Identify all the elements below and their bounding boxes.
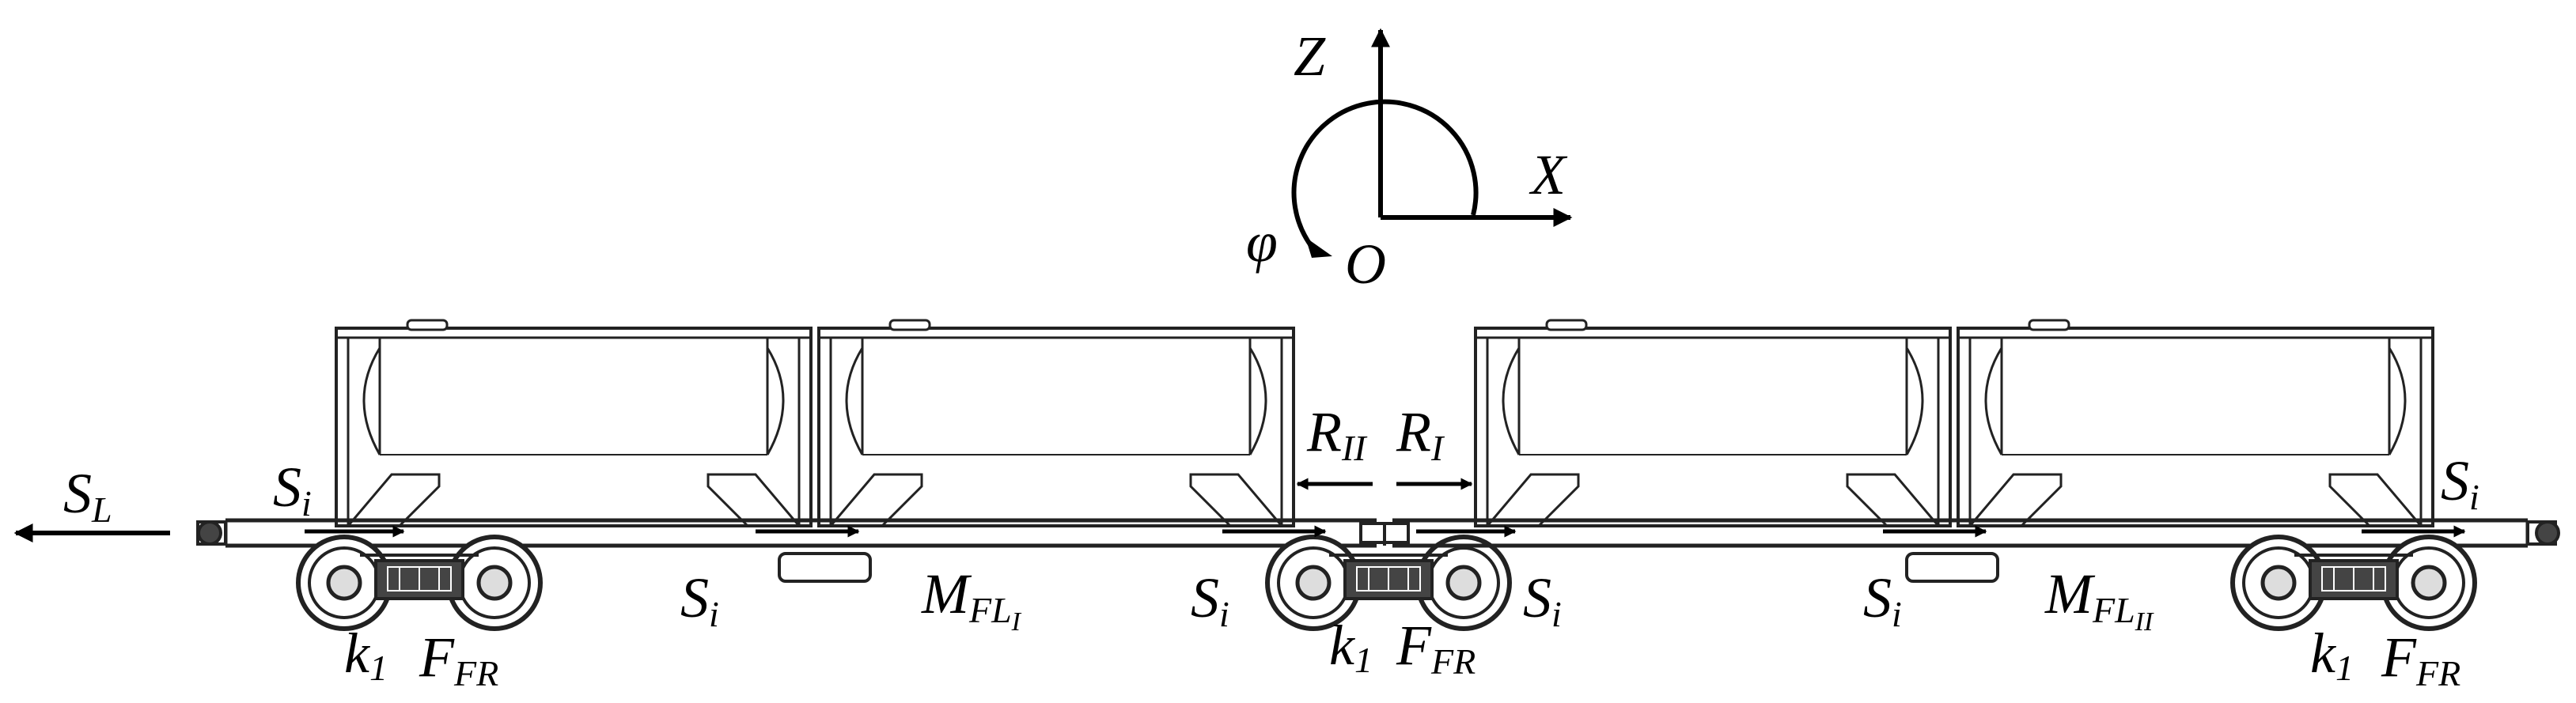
force-arrows bbox=[13, 478, 2466, 542]
bogie-1 bbox=[298, 537, 540, 629]
s-i-label-4: Si bbox=[1523, 566, 1562, 634]
f-fr-label-3: FFR bbox=[2381, 626, 2460, 694]
origin-label: O bbox=[1345, 232, 1386, 296]
container-1 bbox=[335, 319, 813, 527]
k1-label-3: k1 bbox=[2310, 622, 2354, 688]
k1-label-2: k1 bbox=[1329, 614, 1373, 680]
rotation-arc bbox=[1291, 99, 1479, 248]
fuel-tank-2 bbox=[1905, 552, 1999, 583]
fuel-tank-1 bbox=[778, 552, 872, 583]
m-fl-1-label: MFLI bbox=[921, 562, 1022, 637]
coupler-right bbox=[2526, 520, 2560, 546]
rotation-label: φ bbox=[1246, 210, 1278, 274]
s-i-label-1: Si bbox=[273, 455, 312, 523]
coupler-left bbox=[196, 520, 227, 546]
bogie-2 bbox=[1267, 537, 1510, 629]
central-coupling bbox=[1359, 522, 1410, 546]
wagon-1 bbox=[196, 319, 1510, 629]
wagon-2 bbox=[1392, 319, 2560, 629]
f-fr-label-1: FFR bbox=[419, 626, 498, 694]
bogie-3 bbox=[2233, 537, 2475, 629]
z-axis-label: Z bbox=[1294, 25, 1326, 88]
k1-label-1: k1 bbox=[344, 622, 388, 688]
container-3 bbox=[1474, 319, 1952, 527]
r-i-label: RI bbox=[1396, 400, 1445, 468]
coordinate-axes: Z X O φ bbox=[1246, 25, 1573, 296]
rotation-arrowhead bbox=[1305, 237, 1332, 258]
s-i-label-3: Si bbox=[1191, 566, 1229, 634]
labels: SL Si Si Si Si Si Si RII RI MFLI MFLI bbox=[63, 400, 2479, 694]
s-l-label: SL bbox=[63, 462, 112, 530]
s-i-label-6: Si bbox=[2441, 449, 2479, 517]
s-i-label-2: Si bbox=[680, 566, 719, 634]
r-ii-label: RII bbox=[1306, 400, 1368, 468]
container-4 bbox=[1957, 319, 2434, 527]
x-axis-label: X bbox=[1529, 143, 1568, 206]
container-2 bbox=[817, 319, 1295, 527]
m-fl-2-label: MFLII bbox=[2044, 562, 2154, 637]
s-i-label-5: Si bbox=[1863, 566, 1902, 634]
f-fr-label-2: FFR bbox=[1396, 614, 1476, 682]
